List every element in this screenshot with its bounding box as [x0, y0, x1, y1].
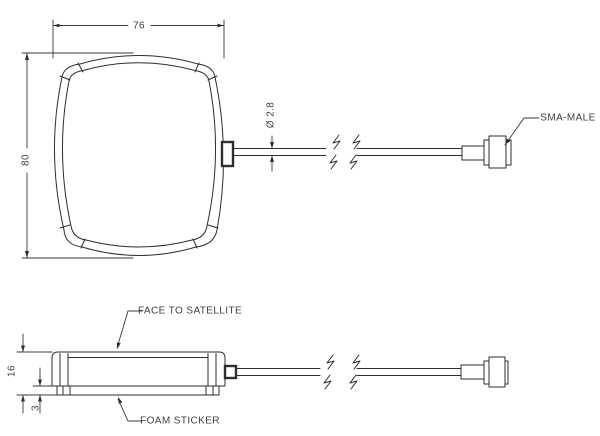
cable-gland [220, 140, 235, 168]
dim-foam-3 [38, 367, 42, 414]
cable-diameter-label: Ø 2.8 [265, 101, 277, 129]
top-view [53, 55, 225, 256]
sma-male-label: SMA-MALE [540, 112, 596, 124]
sma-barrel [460, 364, 485, 380]
foam-sticker [56, 385, 220, 396]
dim-height-80 [21, 52, 134, 259]
foam-sticker-label: FOAM STICKER [140, 415, 220, 427]
dim-width-76 [52, 19, 225, 59]
break-symbol [349, 134, 361, 170]
sma-hex-nut [488, 356, 506, 388]
face-leader-line [116, 310, 143, 349]
dim-cable-diameter [270, 135, 274, 172]
sma-hex-nut [488, 135, 507, 169]
foam-leader-line [117, 397, 143, 422]
cable-gland-side [223, 364, 238, 380]
sma-connector-side [460, 356, 509, 388]
sma-barrel [461, 145, 485, 161]
side-view [51, 351, 238, 396]
foam-thickness-label: 3 [30, 405, 42, 411]
cable-top [220, 134, 512, 170]
sma-leader-line [504, 117, 540, 146]
cable-side [235, 354, 509, 390]
sma-connector-top [461, 135, 512, 169]
side-body-outline [51, 351, 226, 387]
dim-height-label: 80 [20, 154, 32, 166]
dim-thickness-16 [21, 333, 25, 414]
break-symbol [323, 354, 335, 390]
antenna-body-inner-line [61, 62, 217, 248]
antenna-body-outline [53, 55, 225, 256]
corner-ticks [59, 62, 219, 249]
break-symbol [329, 134, 341, 170]
break-symbol [349, 354, 361, 390]
dimension-lines-side [16, 333, 58, 414]
body-thickness-label: 16 [6, 365, 18, 377]
dimension-lines-top [21, 19, 274, 259]
face-to-satellite-label: FACE TO SATELLITE [137, 305, 243, 317]
dim-width-label: 76 [133, 20, 145, 32]
